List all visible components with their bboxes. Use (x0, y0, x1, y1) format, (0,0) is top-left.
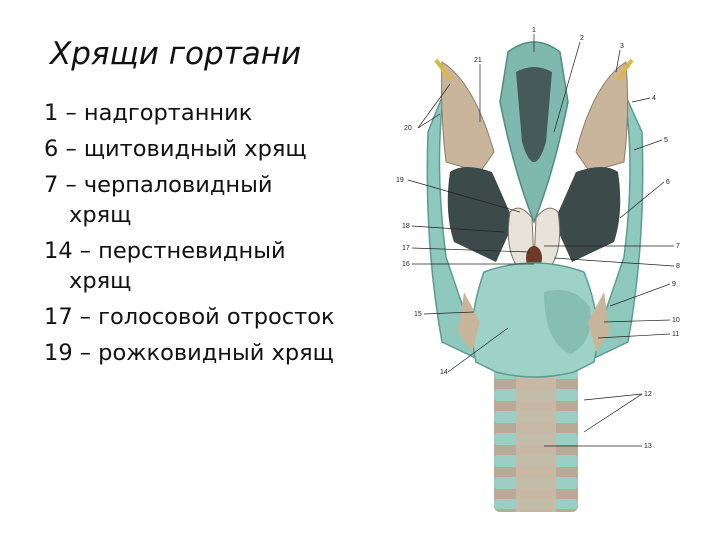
legend-item: 17 – голосовой отросток (44, 302, 384, 332)
slide-title: Хрящи гортани (50, 36, 302, 72)
label-3: 3 (620, 43, 624, 50)
larynx-illustration: 1 2 3 4 5 6 7 8 9 10 11 12 13 14 15 16 1… (384, 22, 684, 518)
superior-horn-right (616, 58, 634, 82)
label-18: 18 (402, 223, 410, 230)
cricothyroid-right (588, 292, 610, 352)
legend-item-text: 1 – надгортанник (44, 100, 253, 126)
legend-item-continuation: хрящ (69, 268, 132, 294)
label-6: 6 (666, 179, 670, 186)
label-5: 5 (664, 137, 668, 144)
label-19: 19 (396, 177, 404, 184)
label-21: 21 (474, 57, 482, 64)
legend-item-continuation: хрящ (69, 202, 132, 228)
trachea (494, 362, 578, 512)
legend-item-text: 7 – черпаловидный (44, 172, 273, 198)
superior-horn-left (434, 58, 452, 82)
legend-item-text: 19 – рожковидный хрящ (44, 340, 334, 366)
legend-item: 7 – черпаловидный хрящ (44, 170, 384, 230)
legend-list: 1 – надгортанник 6 – щитовидный хрящ 7 –… (44, 98, 384, 374)
label-11: 11 (672, 331, 679, 338)
larynx-drawing: 1 2 3 4 5 6 7 8 9 10 11 12 13 14 15 16 1… (396, 27, 680, 512)
thyroid-lamina-right (584, 91, 644, 364)
label-13: 13 (644, 443, 652, 450)
cricothyroid-left (458, 292, 480, 352)
legend-item: 14 – перстневидный хрящ (44, 236, 384, 296)
label-1: 1 (532, 27, 536, 34)
legend-item-text: 6 – щитовидный хрящ (44, 136, 307, 162)
label-17: 17 (402, 245, 410, 252)
label-4: 4 (652, 95, 656, 102)
vestibule-right (554, 167, 621, 262)
label-2: 2 (580, 35, 584, 42)
legend-item-text: 14 – перстневидный (44, 238, 286, 264)
thyroid-lamina-left (426, 91, 486, 364)
legend-item: 19 – рожковидный хрящ (44, 338, 384, 368)
legend-item-text: 17 – голосовой отросток (44, 304, 335, 330)
label-14: 14 (440, 369, 448, 376)
label-9: 9 (672, 281, 676, 288)
leader-lines (407, 34, 675, 447)
trachea-membrane (516, 362, 556, 512)
label-8: 8 (676, 263, 680, 270)
epiglottis-shadow (516, 67, 552, 162)
legend-item: 6 – щитовидный хрящ (44, 134, 384, 164)
vestibule-left (447, 167, 514, 262)
cricoid-lamina (544, 290, 591, 354)
label-15: 15 (414, 311, 422, 318)
label-7: 7 (676, 243, 680, 250)
label-12: 12 (644, 391, 652, 398)
label-20: 20 (404, 125, 412, 132)
legend-item: 1 – надгортанник (44, 98, 384, 128)
label-10: 10 (672, 317, 680, 324)
label-16: 16 (402, 261, 410, 268)
